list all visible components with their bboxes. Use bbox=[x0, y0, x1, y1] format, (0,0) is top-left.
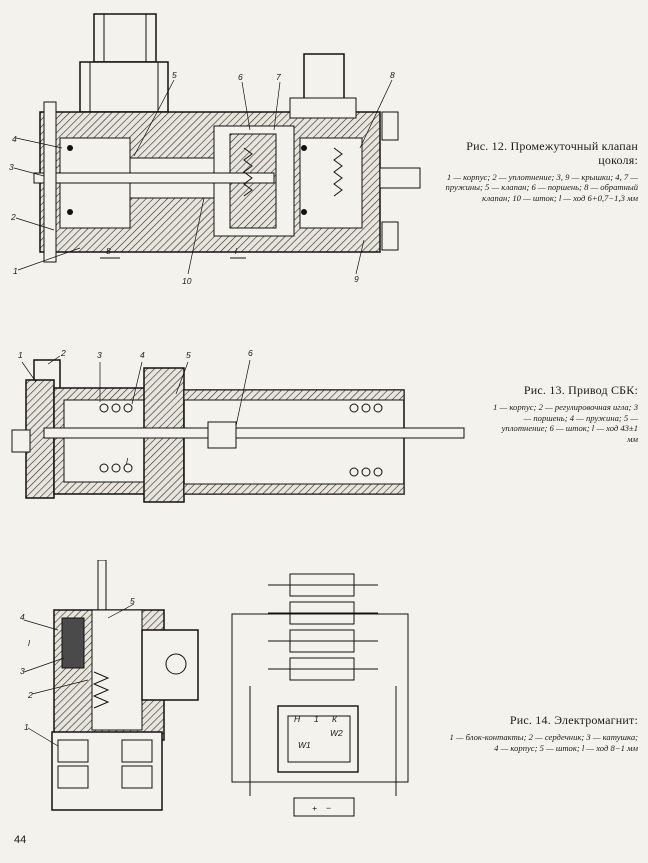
fig13-label-1: 1 bbox=[18, 350, 23, 360]
schematic-label-1: 1 bbox=[314, 714, 319, 724]
figure-13-legend: 1 — корпус; 2 — регулировочная игла; 3 —… bbox=[493, 401, 638, 444]
fig12-label-6: 6 bbox=[238, 72, 243, 82]
page-number: 44 bbox=[14, 834, 27, 846]
fig12-label-7: 7 bbox=[276, 72, 281, 82]
fig14-label-2: 2 bbox=[27, 690, 33, 700]
fig12-label-10: 10 bbox=[182, 276, 192, 286]
fig12-dim-l: l bbox=[235, 246, 238, 256]
figure-14-caption: Рис. 14. Электромагнит: 1 — блок-контакт… bbox=[446, 713, 638, 753]
figure-13-drawing: 1 2 3 4 5 6 l bbox=[4, 342, 484, 507]
fig12-label-9: 9 bbox=[354, 274, 359, 284]
schematic-label-w1: W1 bbox=[298, 740, 311, 750]
fig12-label-8: 8 bbox=[390, 70, 395, 80]
fig12-label-5: 5 bbox=[172, 70, 177, 80]
schematic-label-h: Н bbox=[294, 714, 301, 724]
figure-14-legend: 1 — блок-контакты; 2 — сердечник; 3 — ка… bbox=[449, 731, 638, 753]
figure-12-legend: 1 — корпус; 2 — уплотнение; 3, 9 — крышк… bbox=[445, 171, 638, 204]
figure-12-drawing: 4 3 2 1 5 6 7 8 9 10 8 l bbox=[4, 8, 444, 288]
figure-14-schematic: Н 1 К W1 W2 + − bbox=[228, 566, 418, 821]
figure-13-caption: Рис. 13. Привод СБК: 1 — корпус; 2 — рег… bbox=[490, 383, 638, 445]
fig12-label-1: 1 bbox=[13, 266, 18, 276]
fig12-label-2: 2 bbox=[10, 212, 16, 222]
figure-13-title: Рис. 13. Привод СБК: bbox=[523, 383, 638, 397]
fig12-dim-8: 8 bbox=[106, 246, 111, 256]
figure-14-title: Рис. 14. Электромагнит: bbox=[509, 713, 638, 727]
schematic-label-plus: + bbox=[312, 803, 317, 813]
fig14-label-3: 3 bbox=[20, 666, 25, 676]
figure-14-drawing: 4 3 2 1 5 l bbox=[18, 560, 218, 820]
fig13-label-6: 6 bbox=[248, 348, 253, 358]
fig13-label-3: 3 bbox=[97, 350, 102, 360]
fig14-label-4: 4 bbox=[20, 612, 25, 622]
schematic-label-k: К bbox=[332, 714, 338, 724]
fig13-label-5: 5 bbox=[186, 350, 191, 360]
fig14-dim-l: l bbox=[28, 638, 31, 648]
figure-12-caption: Рис. 12. Промежуточный клапан цоколя: 1 … bbox=[442, 139, 638, 204]
fig12-label-3: 3 bbox=[9, 162, 14, 172]
fig12-label-4: 4 bbox=[12, 134, 17, 144]
fig13-label-2: 2 bbox=[60, 348, 66, 358]
schematic-label-minus: − bbox=[326, 803, 331, 813]
fig14-label-1: 1 bbox=[24, 722, 29, 732]
fig14-label-5: 5 bbox=[130, 596, 135, 606]
figure-12-title: Рис. 12. Промежуточный клапан цоколя: bbox=[466, 139, 638, 167]
fig13-dim-l: l bbox=[126, 456, 129, 466]
fig13-label-4: 4 bbox=[140, 350, 145, 360]
schematic-label-w2: W2 bbox=[330, 728, 343, 738]
